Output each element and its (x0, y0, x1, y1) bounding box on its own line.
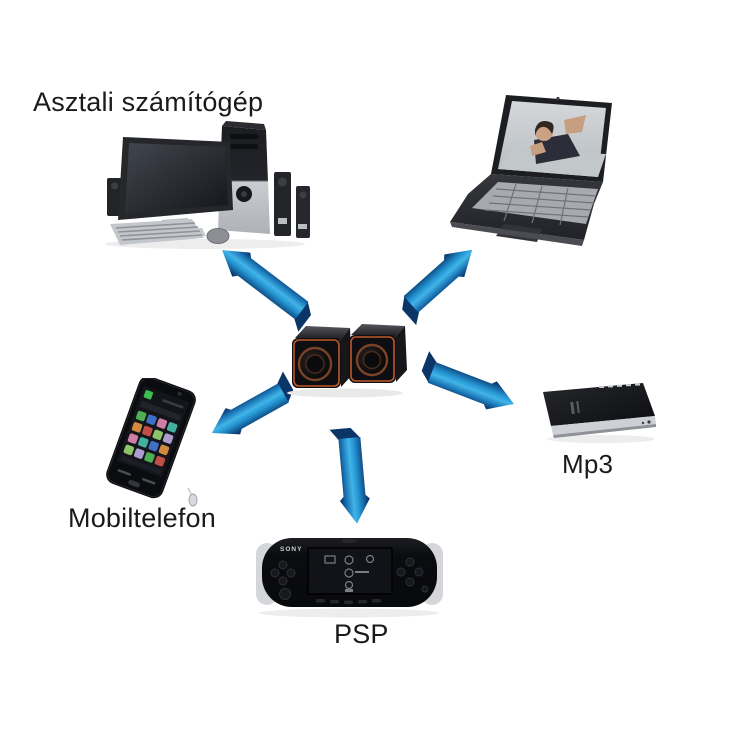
arrow-to-psp (329, 427, 370, 524)
mobile-label: Mobiltelefon (68, 503, 216, 533)
desktop-label: Asztali számítógép (33, 87, 264, 117)
desktop-right-speakers (274, 172, 310, 238)
phone-app-grid (120, 410, 178, 475)
mp3-front-edge (551, 416, 656, 435)
psp-buttons (396, 557, 429, 593)
arrow-to-mobile (211, 371, 294, 435)
mp3-top-face (543, 383, 655, 426)
laptop-photo-figure (498, 115, 606, 177)
desktop-left-speaker (107, 178, 122, 216)
desktop-computer-icon (105, 121, 310, 249)
mp3-player-icon (543, 383, 656, 443)
psp-console-icon: SONY (256, 538, 443, 618)
psp-dpad (270, 560, 296, 600)
mp3-label: Mp3 (562, 449, 614, 479)
desktop-mouse (206, 228, 230, 244)
phone-charm (187, 487, 198, 507)
psp-brand-text: SONY (280, 546, 302, 553)
arrow-to-mp3 (421, 351, 514, 410)
speaker-left (292, 326, 352, 388)
laptop-icon (450, 95, 612, 246)
laptop-base (450, 174, 603, 246)
arrow-to-desktop (222, 250, 311, 332)
mobile-phone-icon (106, 378, 198, 507)
mini-speakers-icon (287, 324, 407, 398)
psp-screen (307, 547, 393, 595)
desktop-keyboard (110, 219, 204, 245)
laptop-screen (491, 95, 612, 182)
psp-label: PSP (334, 619, 389, 649)
phone-screen (116, 385, 190, 478)
speaker-right (349, 324, 407, 383)
arrow-to-laptop (402, 249, 473, 326)
